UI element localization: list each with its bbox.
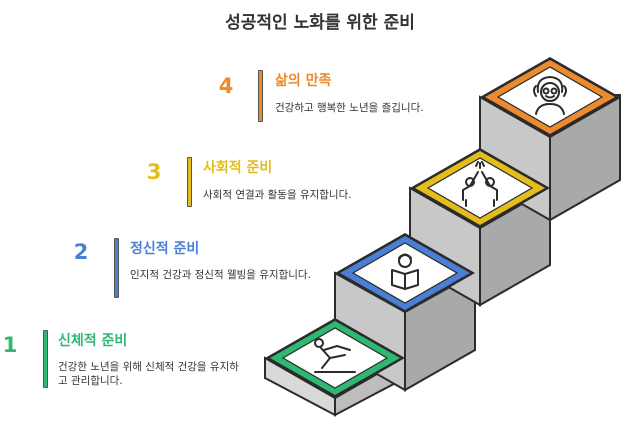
- diagram-title: 성공적인 노화를 위한 준비: [225, 13, 415, 33]
- high-five-icon: [462, 161, 498, 207]
- step-3-title: 사회적 준비: [203, 160, 273, 176]
- step-4-description: 건강하고 행복한 노년을 즐깁니다.: [275, 102, 424, 114]
- step-2-bar: [114, 238, 119, 298]
- elderly-face-icon: [533, 76, 567, 115]
- step-3-number: 3: [146, 160, 162, 184]
- step-3-description: 사회적 연결과 활동을 유지합니다.: [203, 189, 352, 201]
- step-4-title: 삶의 만족: [275, 73, 332, 89]
- step-2-title: 정신적 준비: [130, 241, 200, 257]
- step-4-number: 4: [218, 74, 234, 98]
- step-1-description: 건강한 노년을 위해 신체적 건강을 유지하고 관리합니다.: [58, 361, 239, 387]
- step-1-number: 1: [2, 333, 18, 357]
- step-1-title: 신체적 준비: [58, 333, 128, 349]
- step-3-top-inner: [426, 157, 534, 219]
- stair-riser-4-side: [549, 95, 621, 222]
- exercise-person-icon: [314, 338, 356, 373]
- step-4-bar: [258, 70, 263, 122]
- reading-person-icon: [391, 253, 419, 290]
- step-2-number: 2: [73, 240, 89, 264]
- step-3-bar: [187, 157, 192, 207]
- step-2-description: 인지적 건강과 정신적 웰빙을 유지합니다.: [130, 269, 311, 281]
- step-1-bar: [43, 330, 48, 388]
